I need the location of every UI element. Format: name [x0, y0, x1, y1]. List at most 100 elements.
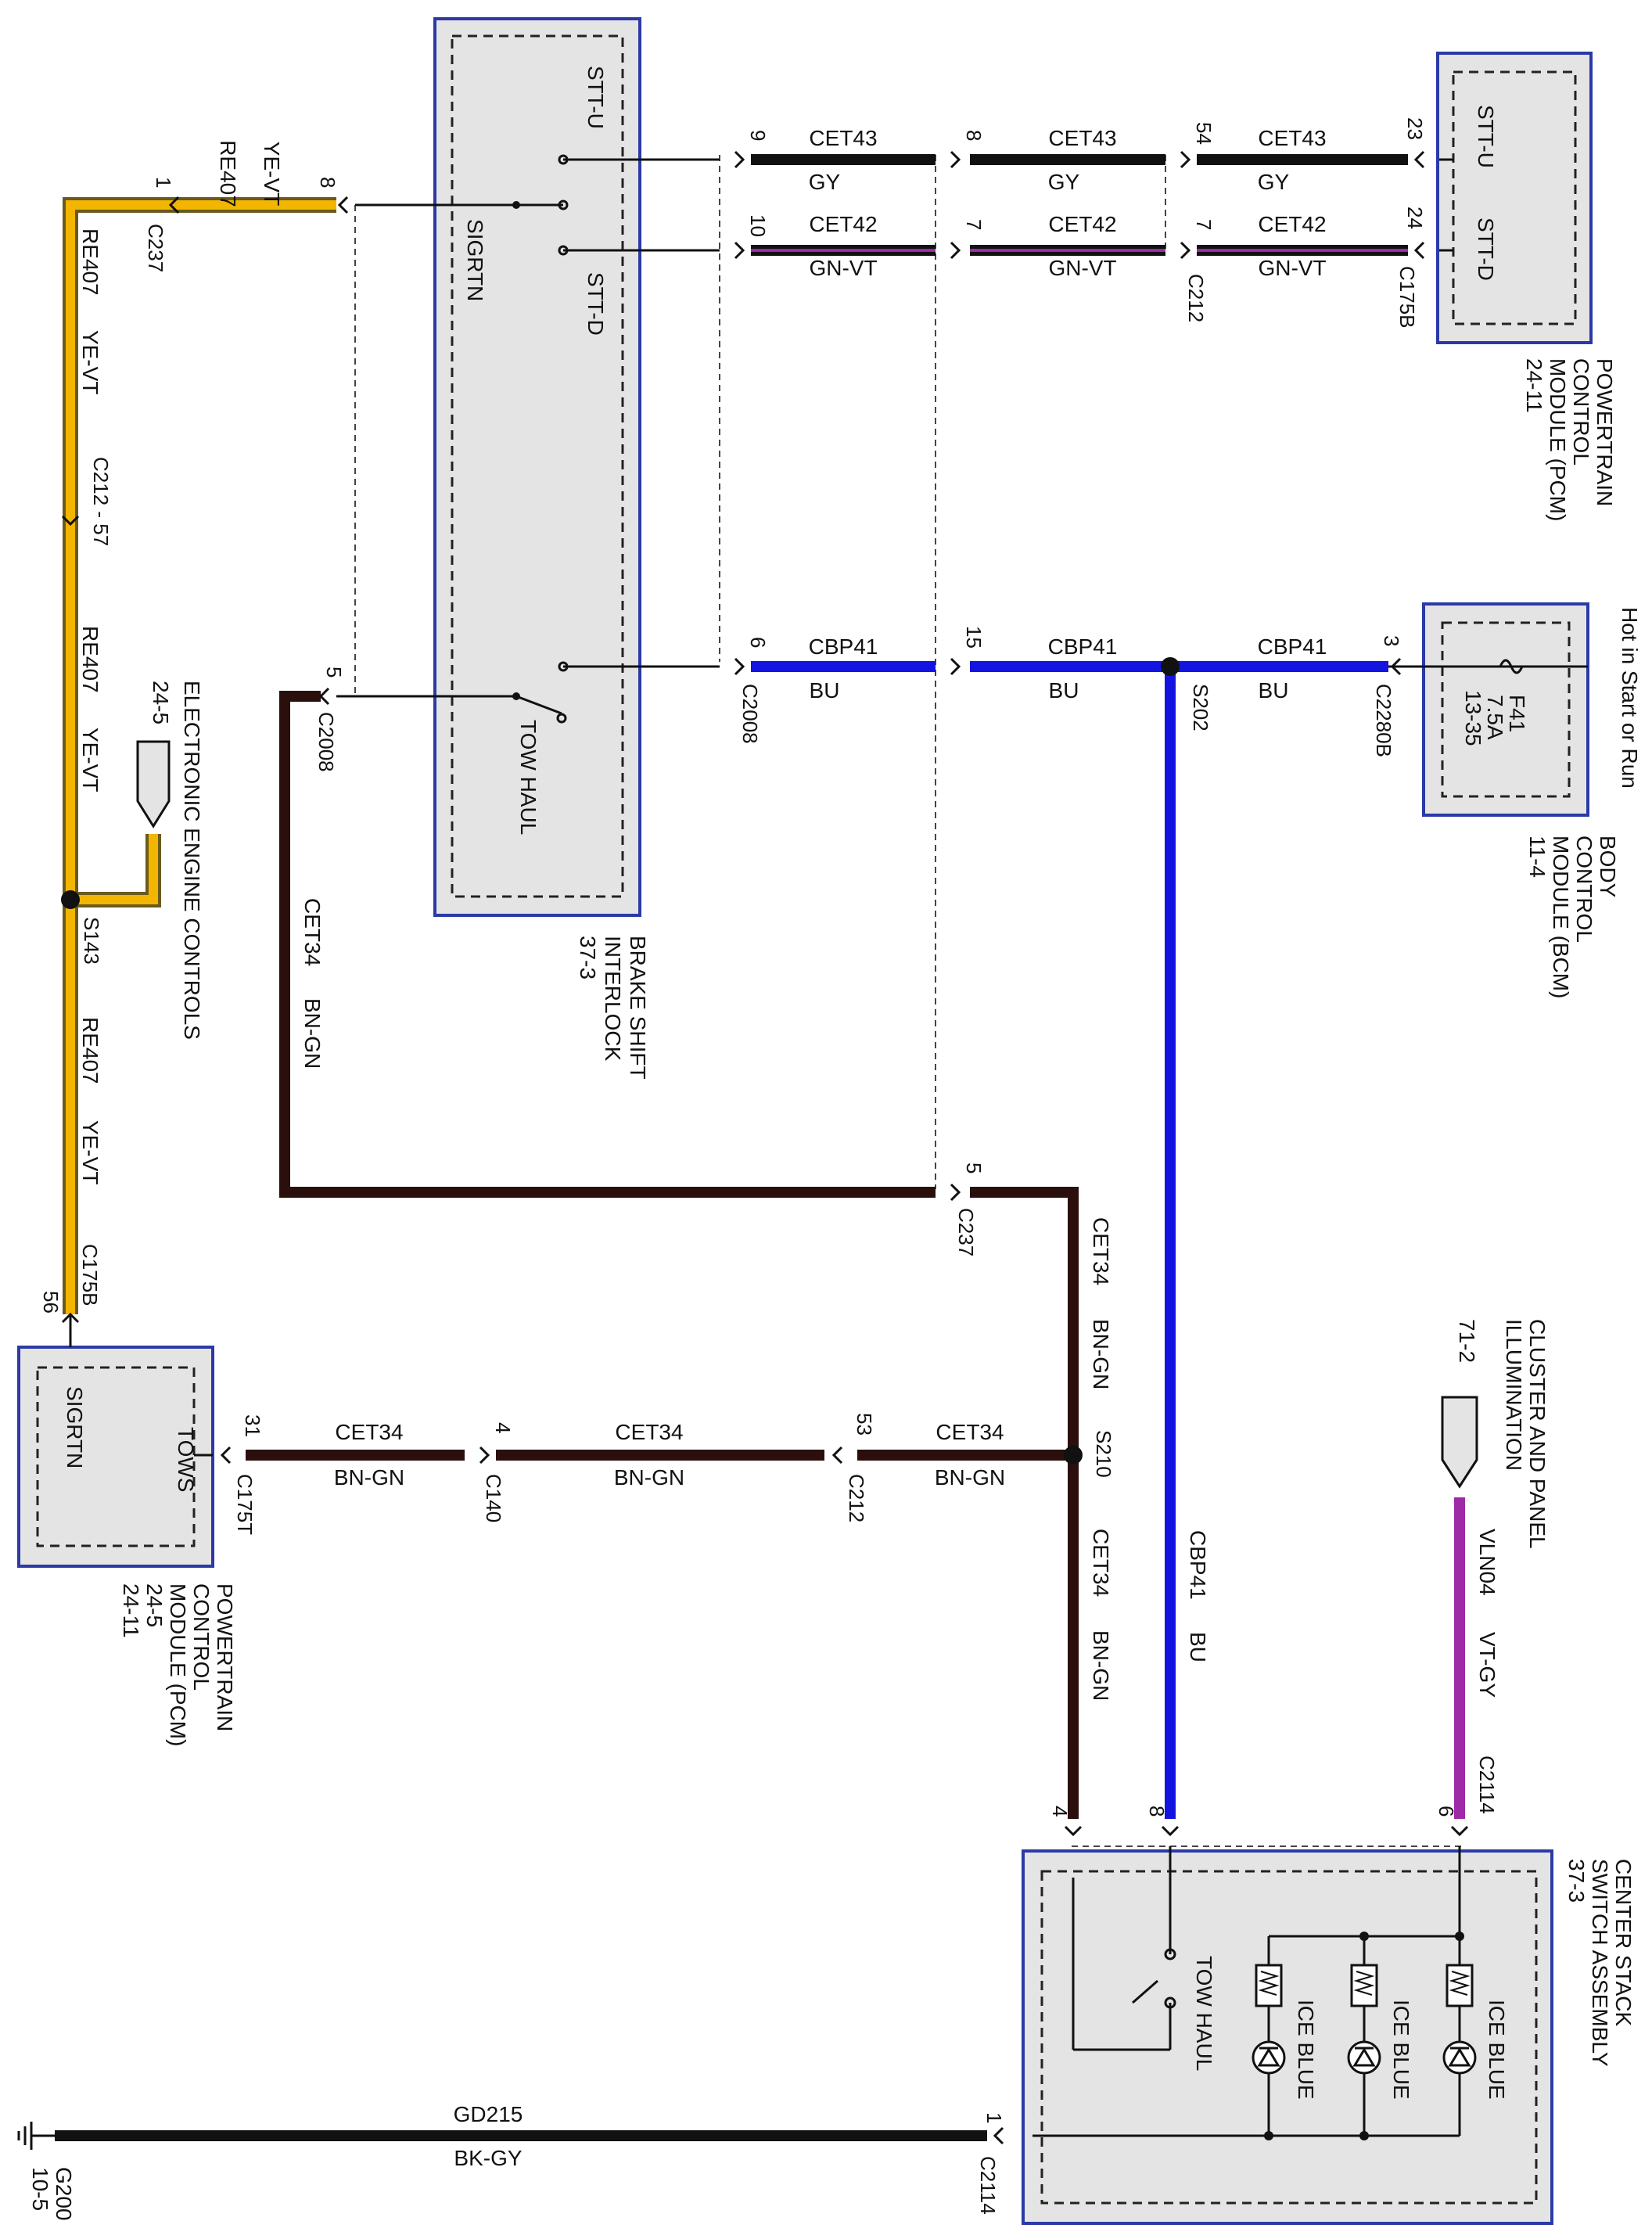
wire-circuit-label: CET42 — [1258, 212, 1326, 236]
led-label-ice-blue: ICE BLUE — [1294, 2000, 1318, 2100]
wire-color-label: GN-VT — [1258, 256, 1326, 280]
pin-number: 6 — [746, 637, 770, 648]
brake-shift-title-line1: BRAKE SHIFT — [626, 936, 650, 1080]
pcm-bottom-title-line5: 24-11 — [119, 1583, 143, 1638]
wire-circuit-label: CET34 — [936, 1420, 1004, 1444]
pin-number: 3 — [1380, 635, 1403, 646]
pcm-pin-label-sigrtn: SIGRTN — [63, 1386, 87, 1468]
wire-color-label: BN-GN — [334, 1465, 404, 1490]
splice-label: S143 — [80, 917, 103, 965]
pin-number: 53 — [853, 1413, 876, 1436]
bcm-title-line1: BODY — [1596, 836, 1620, 898]
wire-circuit-label: RE407 — [78, 228, 102, 296]
pin-number: 7 — [962, 219, 986, 230]
wire-circuit-label: CET34 — [335, 1420, 403, 1444]
bcm-supply-label: Hot in Start or Run — [1618, 607, 1642, 789]
fuse-ref: 13-35 — [1461, 690, 1485, 746]
pin-number: 23 — [1403, 117, 1427, 140]
pin-number: 1 — [982, 2112, 1006, 2123]
pin-number: 10 — [746, 214, 770, 237]
wire-color-label: BU — [810, 678, 840, 703]
electronic-engine-controls-label: ELECTRONIC ENGINE CONTROLS — [180, 681, 204, 1040]
wire-color-label: BK-GY — [454, 2146, 522, 2170]
pin-number: 56 — [39, 1291, 63, 1314]
pin-number: 54 — [1192, 122, 1216, 145]
resistor-icon — [1446, 1964, 1474, 2007]
connector-label: C212 — [845, 1474, 868, 1522]
center-stack-module — [1022, 1849, 1553, 2225]
pin-number: 5 — [962, 1163, 986, 1173]
wire-circuit-label: RE407 — [78, 1017, 102, 1084]
connector-label: C175B — [1395, 266, 1419, 329]
pcm-top-title-line4: 24-11 — [1522, 358, 1546, 413]
pcm-pin-label-stt-d: STT-D — [1474, 217, 1498, 281]
electronic-engine-controls-pointer-icon — [136, 740, 171, 828]
wire-circuit-label: CET34 — [615, 1420, 683, 1444]
connector-label: C212 — [1184, 274, 1208, 322]
resistor-icon — [1350, 1964, 1378, 2007]
wire-color-label: GY — [1048, 170, 1080, 194]
connector-label: C2280B — [1372, 684, 1395, 757]
pin-label-stt-d: STT-D — [584, 272, 608, 336]
bcm-title-line2: CONTROL — [1572, 836, 1596, 943]
wire-circuit-label: CET43 — [809, 126, 877, 150]
pin-number: 5 — [322, 667, 346, 677]
wire-circuit-label: RE407 — [78, 626, 102, 693]
pin-label-sigrtn: SIGRTN — [463, 219, 487, 301]
splice-label: S202 — [1189, 684, 1212, 731]
ground-ref: 10-5 — [28, 2167, 52, 2211]
pcm-top-module — [1436, 52, 1593, 344]
electronic-engine-controls-ref: 24-5 — [149, 681, 173, 724]
wire-color-label: BN-GN — [1089, 1319, 1113, 1389]
pcm-top-title-line1: POWERTRAIN — [1593, 358, 1617, 506]
wire-circuit-label: CBP41 — [1186, 1530, 1210, 1600]
wire-circuit-label: CET43 — [1048, 126, 1116, 150]
connector-label: C175B — [78, 1244, 102, 1306]
wire-circuit-label: CET34 — [1089, 1529, 1113, 1597]
pcm-pin-label-stt-u: STT-U — [1474, 105, 1498, 168]
wire-color-label: BU — [1049, 678, 1079, 703]
fuse-rating: 7.5A — [1483, 695, 1507, 740]
led-icon — [1442, 2040, 1477, 2075]
center-stack-title-line1: CENTER STACK — [1611, 1859, 1636, 2026]
pin-label-stt-u: STT-U — [584, 66, 608, 129]
brake-shift-title-line3: 37-3 — [576, 936, 600, 979]
connector-label: C140 — [482, 1474, 505, 1522]
switch-label-tow-haul: TOW HAUL — [1192, 1956, 1216, 2071]
connector-label: C212 - 57 — [89, 457, 113, 546]
ground-label: G200 — [52, 2167, 76, 2221]
cluster-illumination-label-line2: ILLUMINATION — [1502, 1319, 1526, 1471]
wire-color-label: YE-VT — [260, 142, 284, 206]
pin-number: 9 — [746, 130, 770, 141]
bcm-title-line3: MODULE (BCM) — [1549, 836, 1573, 998]
wire-color-label: GY — [809, 170, 841, 194]
wire-color-label: BN-GN — [1089, 1630, 1113, 1701]
wire-circuit-label: CET42 — [809, 212, 877, 236]
wire-color-label: BN-GN — [614, 1465, 684, 1490]
fuse-label: F41 — [1505, 695, 1529, 732]
wire-cet34 — [246, 691, 1083, 1819]
pcm-bottom-title-line1: POWERTRAIN — [213, 1583, 237, 1731]
pin-number: 1 — [152, 177, 175, 188]
wire-color-label: BU — [1186, 1632, 1210, 1662]
ground-icon — [17, 2122, 33, 2150]
pin-number: 7 — [1192, 219, 1216, 230]
resistor-icon — [1255, 1964, 1283, 2007]
wire-circuit-label: CET43 — [1258, 126, 1326, 150]
connector-label: C175T — [233, 1474, 257, 1535]
wire-color-label: GN-VT — [809, 256, 877, 280]
wire-circuit-label: GD215 — [454, 2102, 523, 2126]
pcm-pin-label-tows: TOWS — [174, 1427, 198, 1492]
wire-color-label: BU — [1259, 678, 1289, 703]
wire-circuit-label: CET42 — [1048, 212, 1116, 236]
led-icon — [1347, 2040, 1381, 2075]
connector-label: C237 — [144, 224, 167, 272]
connector-label: C237 — [954, 1208, 978, 1256]
brake-shift-title-line2: INTERLOCK — [601, 936, 625, 1062]
pin-number: 24 — [1403, 207, 1427, 229]
wire-color-label: YE-VT — [78, 728, 102, 792]
pin-number: 8 — [1145, 1806, 1169, 1817]
wire-circuit-label: CBP41 — [1258, 634, 1327, 659]
bcm-module — [1422, 602, 1589, 817]
